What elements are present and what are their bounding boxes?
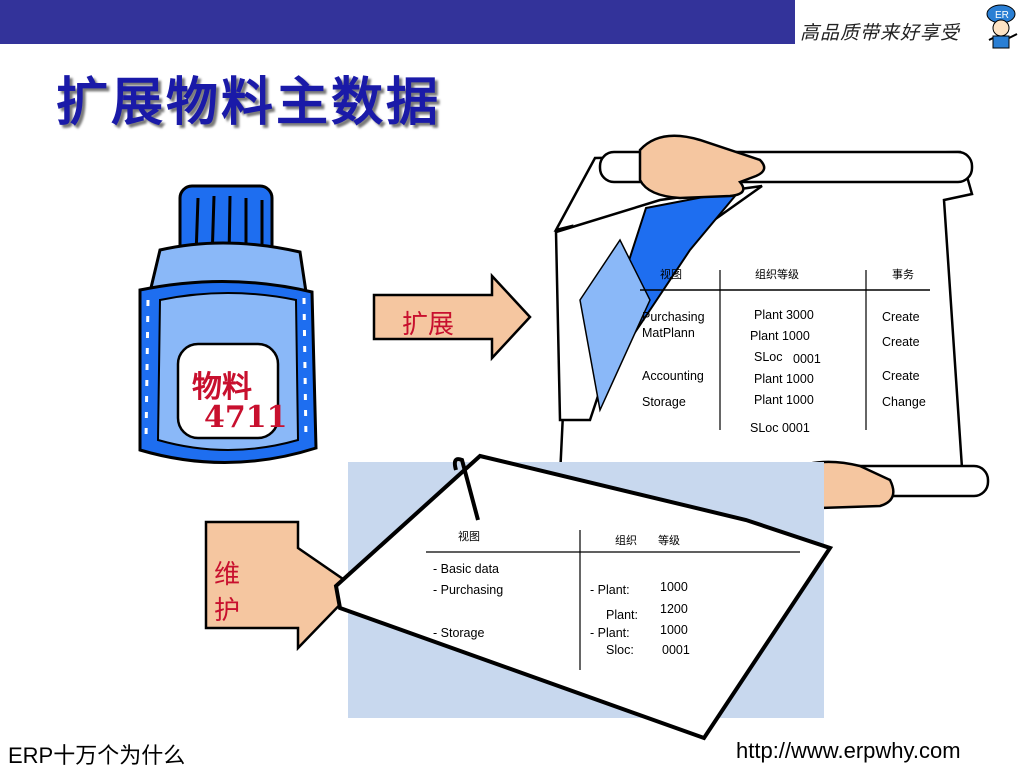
paper-org-value-2: 1200 — [660, 602, 688, 616]
footer-site-name: ERP十万个为什么 — [8, 743, 186, 768]
paper-org-label-4: Sloc: — [606, 643, 634, 657]
paper-view-purchasing: - Purchasing — [433, 583, 504, 597]
bottle-label-material: 物料 — [192, 370, 252, 405]
paper-view-basic: - Basic data — [433, 562, 500, 576]
paper-illustration — [333, 453, 834, 741]
paper-org-label-3: - Plant: — [590, 626, 630, 640]
page-title: 扩展物料主数据 — [56, 73, 442, 133]
scroll-header-transaction: 事务 — [892, 268, 914, 281]
scroll-org-1: Plant 3000 — [754, 308, 814, 322]
bottle-illustration — [138, 184, 318, 464]
extend-arrow-label: 扩展 — [402, 310, 455, 340]
paper-org-value-3: 1000 — [660, 623, 688, 637]
svg-text:ER: ER — [995, 10, 1009, 21]
scroll-transaction-3: Create — [882, 369, 920, 383]
scroll-org-7: SLoc 0001 — [750, 421, 810, 435]
paper-view-storage: - Storage — [433, 626, 485, 640]
scroll-org-2: Plant 1000 — [750, 329, 810, 343]
footer-url-link[interactable]: http://www.erpwhy.com — [736, 738, 961, 763]
scroll-org-6: Plant 1000 — [754, 393, 814, 407]
maintain-arrow-label-2: 护 — [214, 596, 241, 626]
paper-header-org: 组织 — [615, 534, 637, 547]
scroll-view-storage: Storage — [642, 395, 686, 409]
paper-org-label-2: Plant: — [606, 608, 638, 622]
scroll-view-purchasing: Purchasing — [642, 310, 705, 324]
scroll-transaction-2: Create — [882, 335, 920, 349]
paper-org-value-1: 1000 — [660, 580, 688, 594]
scroll-transaction-1: Create — [882, 310, 920, 324]
paper-org-value-4: 0001 — [662, 643, 690, 657]
scroll-org-5: Plant 1000 — [754, 372, 814, 386]
maintain-arrow — [204, 520, 358, 652]
mascot-icon: ER — [986, 4, 1018, 49]
logo-area: ER — [795, 0, 1024, 52]
scroll-view-matplann: MatPlann — [642, 326, 695, 340]
paper-org-label-1: - Plant: — [590, 583, 630, 597]
extend-arrow — [372, 272, 532, 362]
scroll-illustration — [546, 134, 990, 510]
scroll-header-view: 视图 — [660, 268, 682, 281]
paper-header-view: 视图 — [458, 530, 480, 543]
scroll-header-org-level: 组织等级 — [755, 268, 799, 281]
scroll-transaction-4: Change — [882, 395, 926, 409]
scroll-org-4: 0001 — [793, 352, 821, 366]
scroll-org-3: SLoc — [754, 350, 783, 364]
paper-header-level: 等级 — [658, 534, 680, 547]
maintain-arrow-label-1: 维 — [214, 560, 241, 590]
bottle-label-number: 4711 — [204, 400, 288, 435]
scroll-view-accounting: Accounting — [642, 369, 704, 383]
header-slogan: 高品质带来好享受 — [800, 22, 961, 44]
